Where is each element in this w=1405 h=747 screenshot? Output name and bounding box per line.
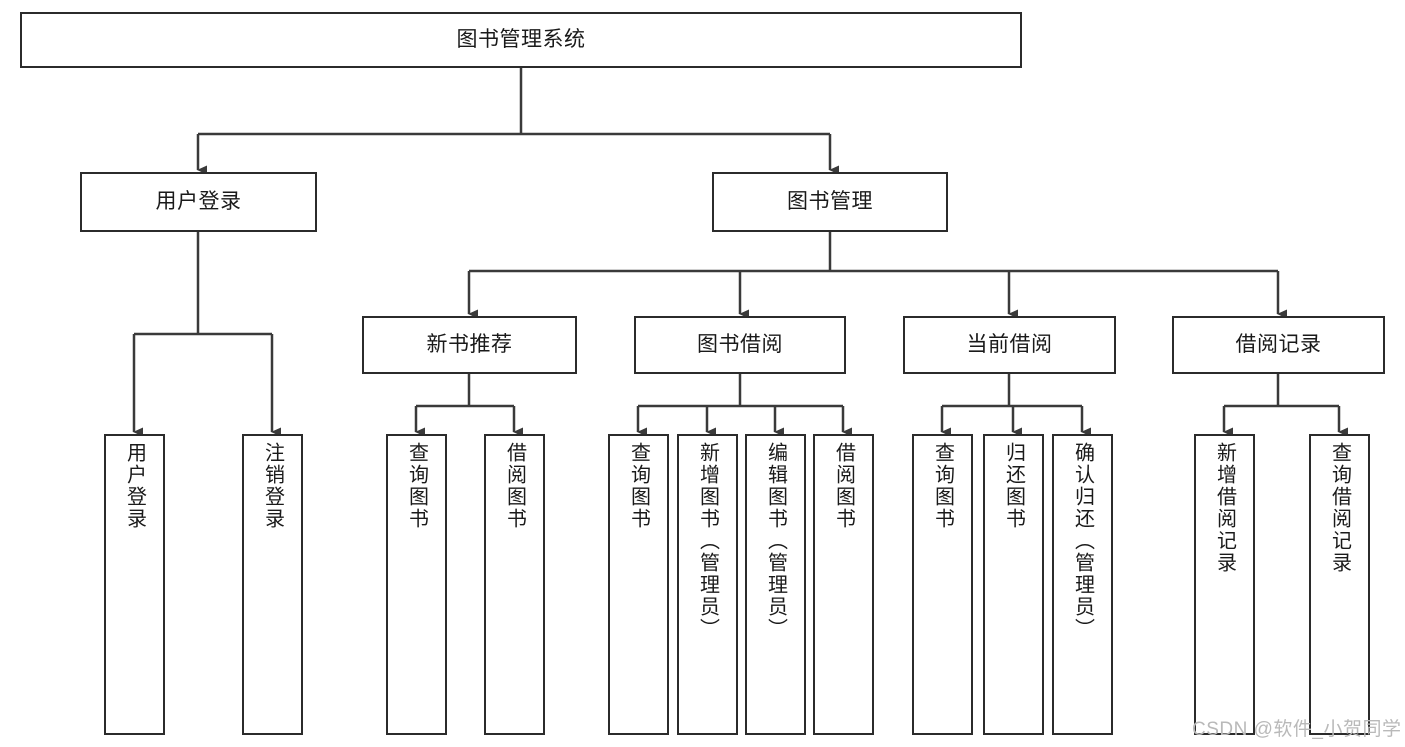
- node-label: 查询图书: [405, 442, 428, 530]
- csdn-watermark: CSDN @软件_小贺同学: [1192, 719, 1402, 740]
- node-leaf-return-book[interactable]: 归还图书: [983, 434, 1044, 735]
- node-book-manage[interactable]: 图书管理: [712, 172, 948, 232]
- node-label: 借阅记录: [1235, 333, 1322, 357]
- node-label: 确认归还（管理员）: [1071, 442, 1094, 640]
- node-label: 新书推荐: [426, 333, 513, 357]
- node-label: 当前借阅: [966, 333, 1053, 357]
- node-label: 用户登录: [155, 190, 242, 214]
- node-label: 查询图书: [627, 442, 650, 530]
- node-leaf-borrow-book-rec[interactable]: 借阅图书: [484, 434, 545, 735]
- node-user-login[interactable]: 用户登录: [80, 172, 317, 232]
- node-book-borrow[interactable]: 图书借阅: [634, 316, 846, 374]
- node-leaf-borrow-book[interactable]: 借阅图书: [813, 434, 874, 735]
- node-new-book-rec[interactable]: 新书推荐: [362, 316, 577, 374]
- node-leaf-query-book-rec[interactable]: 查询图书: [386, 434, 447, 735]
- node-leaf-query-record[interactable]: 查询借阅记录: [1309, 434, 1370, 735]
- node-label: 借阅图书: [503, 442, 526, 530]
- node-label: 查询图书: [931, 442, 954, 530]
- node-borrow-record[interactable]: 借阅记录: [1172, 316, 1385, 374]
- node-label: 图书管理: [787, 190, 873, 214]
- node-root[interactable]: 图书管理系统: [20, 12, 1022, 68]
- node-label: 借阅图书: [832, 442, 855, 530]
- node-leaf-query-book-cur[interactable]: 查询图书: [912, 434, 973, 735]
- node-label: 图书管理系统: [456, 28, 586, 52]
- node-label: 查询借阅记录: [1328, 442, 1351, 574]
- node-label: 新增借阅记录: [1213, 442, 1236, 574]
- node-leaf-query-book-borrow[interactable]: 查询图书: [608, 434, 669, 735]
- tree-edges: [132, 68, 1348, 437]
- node-leaf-logout[interactable]: 注销登录: [242, 434, 303, 735]
- node-label: 编辑图书（管理员）: [764, 442, 787, 640]
- node-label: 图书借阅: [697, 333, 783, 357]
- node-label: 归还图书: [1002, 442, 1025, 530]
- node-label: 用户登录: [123, 442, 146, 530]
- node-label: 注销登录: [261, 442, 284, 530]
- node-label: 新增图书（管理员）: [696, 442, 719, 640]
- node-leaf-confirm-return[interactable]: 确认归还（管理员）: [1052, 434, 1113, 735]
- node-current-borrow[interactable]: 当前借阅: [903, 316, 1116, 374]
- node-leaf-add-record[interactable]: 新增借阅记录: [1194, 434, 1255, 735]
- node-leaf-edit-book[interactable]: 编辑图书（管理员）: [745, 434, 806, 735]
- node-leaf-user-login[interactable]: 用户登录: [104, 434, 165, 735]
- node-leaf-add-book[interactable]: 新增图书（管理员）: [677, 434, 738, 735]
